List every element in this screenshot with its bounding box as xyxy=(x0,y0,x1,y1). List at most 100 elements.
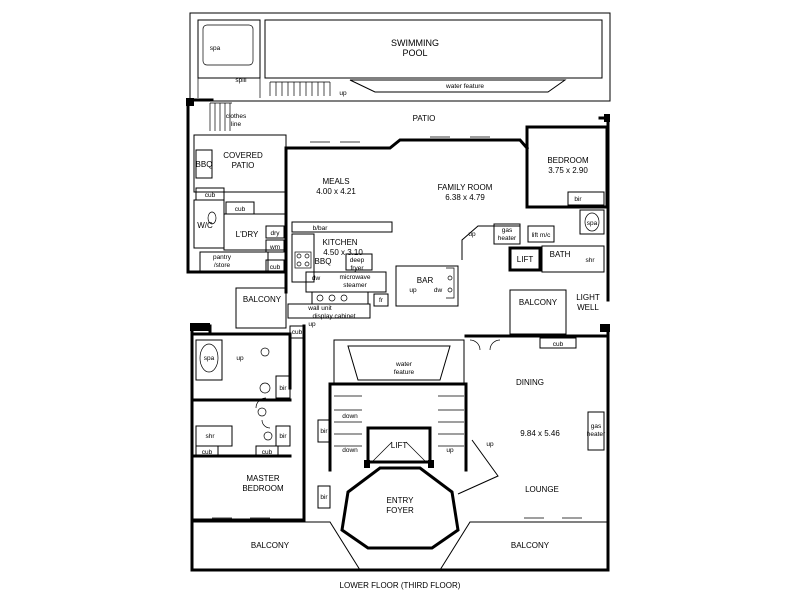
deep-fryer-label-2: fryer xyxy=(351,265,365,272)
pool-deck-outline xyxy=(189,12,611,102)
bbq-kitchen-label: BBQ xyxy=(315,257,332,266)
clothes-line-stair xyxy=(209,102,232,131)
deep-fryer-label: deep xyxy=(350,257,365,264)
pantry-label-2: /store xyxy=(214,262,231,269)
microwave-label-2: steamer xyxy=(343,282,367,289)
stair-up-label: up xyxy=(446,447,454,454)
fridge-label: fr xyxy=(379,297,384,304)
kitchen-dims: 4.50 x 3.10 xyxy=(323,248,363,257)
bir-label-3: bir xyxy=(320,428,328,435)
cub-label-2: cub xyxy=(235,206,246,213)
dry-label: dry xyxy=(270,230,280,237)
family-up-label: up xyxy=(468,231,476,238)
light-well-label-2: WELL xyxy=(577,303,599,312)
dining-up-label: up xyxy=(486,441,494,448)
wall-unit-outline xyxy=(287,303,371,319)
lift-mid-label: LIFT xyxy=(391,441,408,450)
breakfast-bar xyxy=(291,221,393,233)
patio-label: PATIO xyxy=(413,114,436,123)
lift-mc-label: lift m/c xyxy=(532,232,552,239)
shr-label-top: shr xyxy=(585,257,595,264)
laundry-outline xyxy=(223,213,287,251)
balcony-left-bottom-label: BALCONY xyxy=(251,541,290,550)
covered-patio-label-2: PATIO xyxy=(232,161,255,170)
family-stair xyxy=(461,225,520,260)
bar-up-label: up xyxy=(409,287,417,294)
dw-label-1: dw xyxy=(312,275,321,282)
stair-left xyxy=(334,395,362,447)
balcony-right-top-label: BALCONY xyxy=(519,298,558,307)
up-label: up xyxy=(339,90,347,97)
cub-dining-label: cub xyxy=(553,341,564,348)
water-feature-top-label: water feature xyxy=(445,83,484,90)
meals-wall xyxy=(284,138,530,294)
dining-dims: 9.84 x 5.46 xyxy=(520,429,560,438)
kitchen-label: KITCHEN xyxy=(322,238,357,247)
upper-outer-wall xyxy=(186,98,610,302)
entry-foyer-outline xyxy=(340,466,460,550)
water-feature-mid-label: water xyxy=(395,361,413,368)
stair-right xyxy=(438,395,464,447)
lounge-label: LOUNGE xyxy=(525,485,559,494)
wall-column-tr xyxy=(604,114,610,122)
wall-unit-label: wall unit xyxy=(307,305,332,312)
pantry-outline xyxy=(199,251,269,273)
bir-label-2: bir xyxy=(279,433,287,440)
water-feature-top-outline xyxy=(349,79,567,93)
cub-left-2: cub xyxy=(262,449,273,456)
pool-steps xyxy=(269,81,331,96)
spa-small-label: spa xyxy=(587,220,598,227)
balcony-right-top-outline xyxy=(509,289,567,335)
pantry-label: pantry xyxy=(213,254,232,261)
cub-label-3: cub xyxy=(270,264,281,271)
bbar-label: b/bar xyxy=(313,225,329,232)
spa-top-label: spa xyxy=(210,45,221,52)
swimming-pool-label-2: POOL xyxy=(402,48,427,58)
balcony-right-bottom-label: BALCONY xyxy=(511,541,550,550)
meals-dims: 4.00 x 4.21 xyxy=(316,187,356,196)
gas-heater-label: gas xyxy=(502,227,513,234)
clothes-line-label: clothes xyxy=(226,113,247,120)
swimming-pool-outline xyxy=(264,19,603,79)
master-wall xyxy=(190,324,306,522)
wall-column-tl xyxy=(186,98,194,106)
master-bedroom-label: MASTER xyxy=(246,474,280,483)
dw-label-2: dw xyxy=(434,287,443,294)
spa-basin xyxy=(202,24,254,66)
master-bedroom-label-2: BEDROOM xyxy=(242,484,284,493)
bir-label-1: bir xyxy=(279,385,287,392)
bedroom-bir-label: bir xyxy=(574,196,582,203)
shr-left-label: shr xyxy=(205,433,215,440)
covered-patio-label: COVERED xyxy=(223,151,263,160)
meals-label: MEALS xyxy=(322,177,349,186)
wall-unit-label-2: display cabinet xyxy=(313,313,356,320)
bedroom-outline xyxy=(525,125,609,209)
floor-caption: LOWER FLOOR (THIRD FLOOR) xyxy=(340,581,461,590)
wm-label: wm xyxy=(269,244,280,251)
balcony-left-top-outline xyxy=(235,287,287,329)
water-feature-mid-label-2: feature xyxy=(394,369,415,376)
clothes-line-label-2: line xyxy=(231,121,242,128)
lower-balcony-left xyxy=(192,521,361,571)
gas-heater-dining-label: gas xyxy=(591,423,602,430)
bath-label: BATH xyxy=(550,250,571,259)
spa-left-label: spa xyxy=(204,355,215,362)
balcony-left-top-label: BALCONY xyxy=(243,295,282,304)
bbq-left-unit xyxy=(195,149,213,179)
family-room-label: FAMILY ROOM xyxy=(438,183,493,192)
cub-label-1: cub xyxy=(205,192,216,199)
kitchen-island xyxy=(311,291,369,305)
bath-outline xyxy=(541,245,605,273)
lift-mid-outline xyxy=(366,426,432,464)
wall-unit-up-label: up xyxy=(308,321,316,328)
down-label-2: down xyxy=(342,447,358,454)
microwave-label: microwave xyxy=(339,274,370,281)
down-label-1: down xyxy=(342,413,358,420)
bir-label-4: bir xyxy=(320,494,328,501)
gas-heater-dining-label-2: heater xyxy=(587,431,606,438)
spa-left-up-label: up xyxy=(236,355,244,362)
bar-label: BAR xyxy=(417,276,434,285)
bar-outline xyxy=(395,265,459,307)
spa-left-outline xyxy=(195,339,223,381)
